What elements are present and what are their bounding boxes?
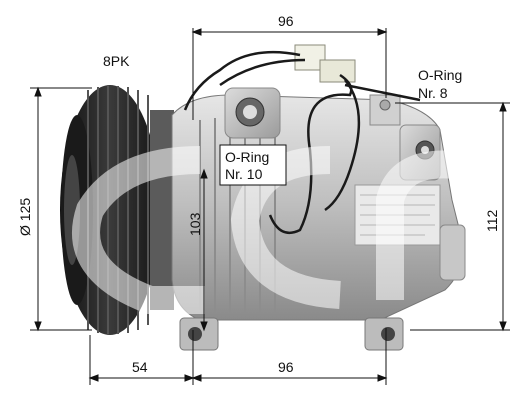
dim-height-left xyxy=(200,168,208,332)
dim-pulley-diameter-label: Ø 125 xyxy=(17,198,33,236)
oring-mid-label-line1: O-Ring xyxy=(225,149,269,165)
dim-pulley-offset-label: 54 xyxy=(132,359,148,375)
dim-height-left-label: 103 xyxy=(187,212,203,236)
dim-top-width xyxy=(191,28,388,120)
oring-top-label-line1: O-Ring xyxy=(418,67,462,83)
oring-top-label-line2: Nr. 8 xyxy=(418,85,448,101)
dim-bottom-width xyxy=(191,328,388,385)
dim-height-right xyxy=(395,101,510,332)
oring-mid-label-line2: Nr. 10 xyxy=(225,166,263,182)
belt-type-label: 8PK xyxy=(103,53,130,69)
dim-pulley-diameter xyxy=(30,86,92,332)
dim-pulley-offset xyxy=(88,335,195,385)
dim-top-width-label: 96 xyxy=(278,13,294,29)
dim-bottom-width-label: 96 xyxy=(278,359,294,375)
watermark: acr xyxy=(0,0,455,300)
dim-height-right-label: 112 xyxy=(484,209,500,232)
oring-callout-box xyxy=(219,144,287,186)
